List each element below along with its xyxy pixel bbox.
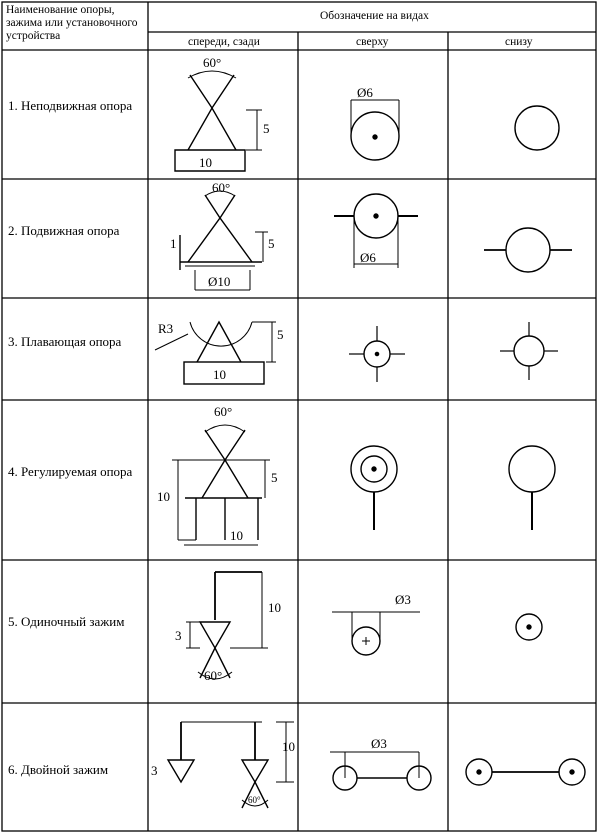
row3-width: 10 [213, 367, 226, 382]
row4-height: 5 [271, 470, 278, 485]
row1-name: 1. Неподвижная опора [8, 98, 133, 113]
row2-top-diameter: Ø6 [360, 250, 376, 265]
header-view-bottom: снизу [505, 36, 533, 48]
row4-angle: 60° [214, 404, 233, 419]
row1-width: 10 [199, 155, 212, 170]
row4-name: 4. Регулируемая опора [8, 464, 133, 479]
row4-width: 10 [230, 528, 243, 543]
row3-base [183, 361, 265, 385]
row2-name: 2. Подвижная опора [8, 223, 120, 238]
row2-bottom-circle [505, 227, 551, 273]
row2-width: Ø10 [208, 274, 231, 289]
row1-bottom-circle [514, 105, 560, 151]
row3-bottom-circle [513, 335, 545, 367]
row4-total-height: 10 [157, 489, 170, 504]
header-view-top: сверху [356, 36, 389, 48]
row5-side-mark: 3 [175, 628, 182, 643]
row3-radius: R3 [158, 321, 174, 336]
row3-triangle [196, 320, 242, 363]
row5-name: 5. Одиночный зажим [8, 614, 125, 629]
row6-right-triangle [240, 759, 270, 784]
row4-triangle [201, 458, 249, 499]
row1-top-diameter: Ø6 [357, 85, 373, 100]
row5-triangle [198, 621, 232, 650]
row1-height: 5 [263, 121, 270, 136]
row1-base [174, 149, 246, 172]
row5-top-diameter: Ø3 [395, 592, 411, 607]
header-view-group: Обозначение на видах [320, 10, 429, 22]
row1-triangle [187, 106, 237, 151]
row2-triangle [187, 216, 253, 263]
row5-angle: 60° [204, 668, 223, 683]
row6-left-triangle [166, 759, 196, 784]
header-view-front: спереди, сзади [188, 36, 260, 48]
row6-top-diameter: Ø3 [371, 736, 387, 751]
row6-side-mark: 3 [151, 763, 158, 778]
row3-name: 3. Плавающая опора [8, 334, 122, 349]
row3-height: 5 [277, 327, 284, 342]
row2-height: 5 [268, 236, 275, 251]
row1-angle: 60° [203, 55, 222, 70]
row6-angle: 60° [248, 795, 261, 805]
row6-name: 6. Двойной зажим [8, 762, 109, 777]
row2-angle: 60° [212, 180, 231, 195]
row5-bottom-circle [515, 613, 543, 641]
row6-height: 10 [282, 739, 295, 754]
header-name-column: Наименование опоры, зажима или установоч… [6, 4, 138, 42]
row2-side-mark: 1 [170, 236, 177, 251]
row4-bottom-circle [508, 445, 556, 493]
row5-height: 10 [268, 600, 281, 615]
